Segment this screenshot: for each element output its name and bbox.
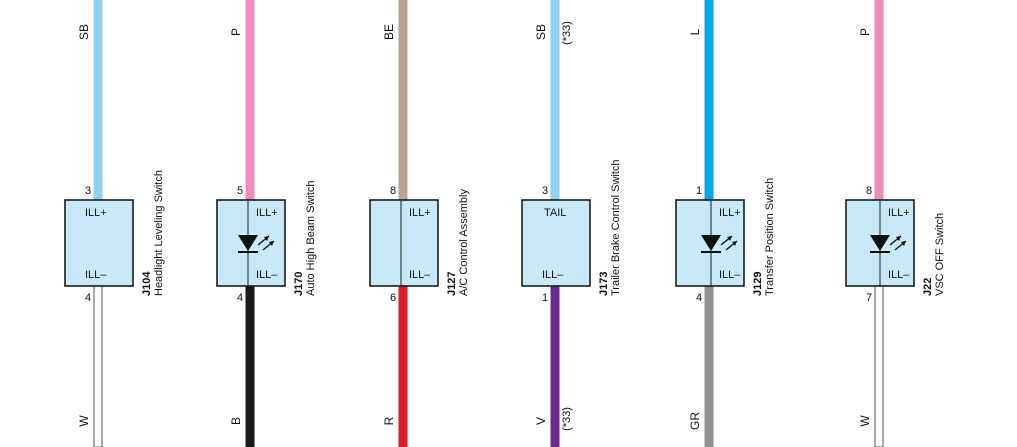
bottom-wire-code: R — [382, 416, 396, 425]
bottom-pin-number: 4 — [237, 292, 243, 304]
connector-box — [521, 199, 591, 287]
top-wire-code: L — [688, 28, 702, 35]
bottom-terminal-label: ILL– — [542, 269, 564, 281]
connector-box — [369, 199, 439, 287]
light-ray-head — [269, 241, 274, 246]
top-terminal-label: ILL+ — [719, 207, 741, 219]
component-name: A/C Control Assembly — [458, 189, 470, 296]
top-terminal-label: TAIL — [544, 207, 566, 219]
top-terminal-label: ILL+ — [85, 207, 107, 219]
top-pin-number: 3 — [85, 185, 91, 197]
light-ray-head — [896, 236, 901, 241]
bottom-terminal-label: ILL– — [256, 269, 278, 281]
top-wire-code: SB — [77, 24, 91, 40]
connector-box — [64, 199, 134, 287]
light-ray-head — [264, 236, 269, 241]
bottom-wire-code: GR — [688, 412, 702, 430]
top-terminal-label: ILL+ — [888, 207, 910, 219]
top-terminal-label: ILL+ — [256, 207, 278, 219]
bottom-terminal-label: ILL– — [719, 269, 741, 281]
bottom-pin-number: 4 — [85, 292, 91, 304]
component-id: J170 — [293, 272, 305, 296]
bottom-wire — [93, 285, 103, 447]
led-icon — [701, 235, 721, 251]
top-wire-note: (*33) — [561, 21, 573, 45]
led-icon — [238, 235, 258, 251]
component-id: J127 — [446, 272, 458, 296]
bottom-wire-code: W — [858, 415, 872, 427]
bottom-terminal-label: ILL– — [85, 269, 107, 281]
top-wire-code: P — [858, 28, 872, 36]
top-pin-number: 3 — [542, 185, 548, 197]
component-name: VSC OFF Switch — [934, 213, 946, 296]
led-icon — [870, 235, 890, 251]
bottom-wire-code: W — [77, 415, 91, 427]
top-pin-number: 8 — [390, 185, 396, 197]
light-ray-head — [732, 241, 737, 246]
bottom-wire-code: B — [229, 417, 243, 425]
bottom-wire-note: (*33) — [561, 407, 573, 431]
top-pin-number: 5 — [237, 185, 243, 197]
bottom-pin-number: 1 — [542, 292, 548, 304]
top-pin-number: 1 — [696, 185, 702, 197]
light-ray-head — [901, 241, 906, 246]
top-pin-number: 8 — [866, 185, 872, 197]
light-ray-head — [727, 236, 732, 241]
component-name: Transfer Position Switch — [764, 178, 776, 296]
component-name: Trailer Brake Control Switch — [610, 159, 622, 296]
bottom-pin-number: 6 — [390, 292, 396, 304]
bottom-wire — [874, 285, 884, 447]
component-id: J129 — [752, 272, 764, 296]
bottom-terminal-label: ILL– — [888, 269, 910, 281]
bottom-pin-number: 4 — [696, 292, 702, 304]
component-id: J22 — [922, 278, 934, 296]
component-name: Headlight Leveling Switch — [153, 170, 165, 296]
component-id: J104 — [141, 271, 153, 296]
bottom-pin-number: 7 — [866, 292, 872, 304]
bottom-wire-code: V — [534, 417, 548, 425]
bottom-terminal-label: ILL– — [409, 269, 431, 281]
top-wire-code: P — [229, 28, 243, 36]
component-id: J173 — [598, 272, 610, 296]
component-name: Auto High Beam Switch — [305, 180, 317, 296]
top-terminal-label: ILL+ — [409, 207, 431, 219]
top-wire-code: BE — [382, 24, 396, 40]
top-wire-code: SB — [534, 24, 548, 40]
